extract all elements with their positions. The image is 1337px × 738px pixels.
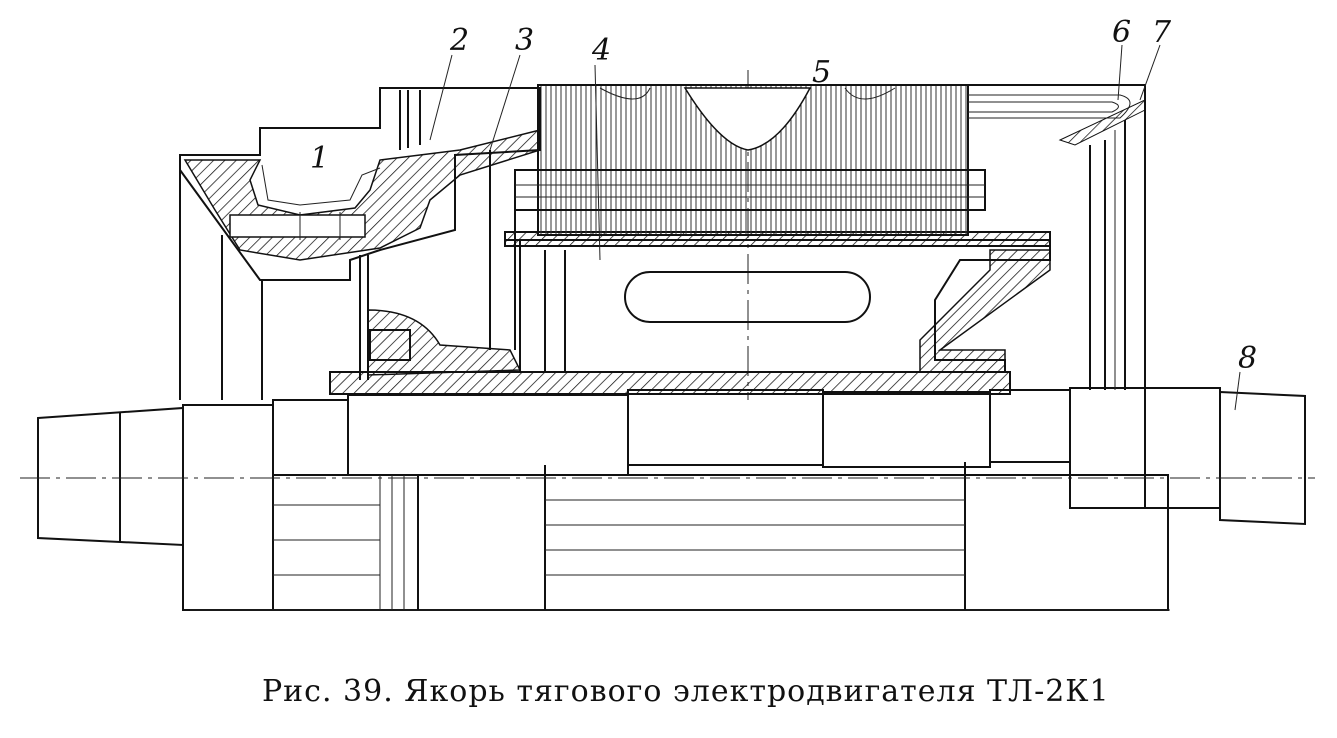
armature-sleeve <box>329 371 1011 395</box>
label-3: 3 <box>515 23 534 58</box>
figure-caption: Рис. 39. Якорь тягового электродвигателя… <box>262 674 1110 709</box>
label-7: 7 <box>1152 15 1172 50</box>
label-6: 6 <box>1112 15 1131 50</box>
label-4: 4 <box>591 33 611 68</box>
core-holder <box>504 231 1051 373</box>
part-labels: 1 2 3 4 5 6 7 8 <box>310 15 1257 411</box>
commutator <box>179 87 541 400</box>
armature-core-winding <box>514 84 1146 390</box>
label-8: 8 <box>1238 341 1257 376</box>
label-1: 1 <box>310 141 329 176</box>
shaft <box>20 70 1315 611</box>
label-2: 2 <box>449 23 469 58</box>
label-5: 5 <box>812 55 831 90</box>
